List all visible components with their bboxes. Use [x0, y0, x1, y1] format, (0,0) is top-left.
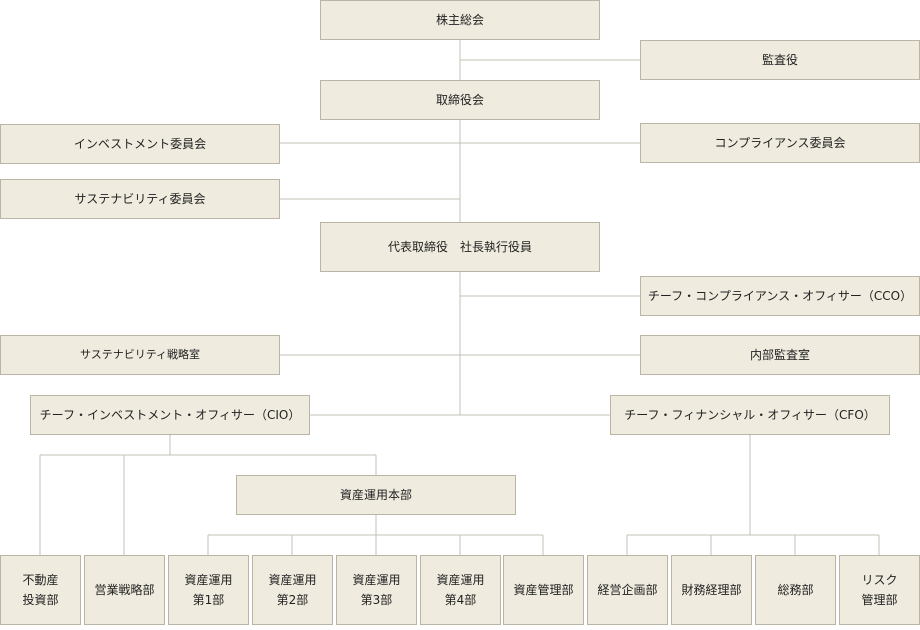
sustainability-committee-box: サステナビリティ委員会: [0, 179, 280, 219]
internal-audit-box: 内部監査室: [640, 335, 920, 375]
am2-dept-box: 資産運用 第2部: [252, 555, 333, 625]
real-estate-dept-box: 不動産 投資部: [0, 555, 81, 625]
president-box: 代表取締役 社長執行役員: [320, 222, 600, 272]
auditor-box: 監査役: [640, 40, 920, 80]
am1-dept-box: 資産運用 第1部: [168, 555, 249, 625]
corp-planning-dept-box: 経営企画部: [587, 555, 668, 625]
investment-committee-box: インベストメント委員会: [0, 124, 280, 164]
sales-strategy-dept-box: 営業戦略部: [84, 555, 165, 625]
finance-dept-box: 財務経理部: [671, 555, 752, 625]
asset-mgmt-dept-box: 資産管理部: [503, 555, 584, 625]
cco-box: チーフ・コンプライアンス・オフィサー（CCO）: [640, 276, 920, 316]
sustainability-office-box: サステナビリティ戦略室: [0, 335, 280, 375]
cio-box: チーフ・インベストメント・オフィサー（CIO）: [30, 395, 310, 435]
cfo-box: チーフ・フィナンシャル・オフィサー（CFO）: [610, 395, 890, 435]
general-affairs-dept-box: 総務部: [755, 555, 836, 625]
board-box: 取締役会: [320, 80, 600, 120]
compliance-committee-box: コンプライアンス委員会: [640, 123, 920, 163]
am4-dept-box: 資産運用 第4部: [420, 555, 501, 625]
am-hq-box: 資産運用本部: [236, 475, 516, 515]
risk-dept-box: リスク 管理部: [839, 555, 920, 625]
am3-dept-box: 資産運用 第3部: [336, 555, 417, 625]
shareholders-box: 株主総会: [320, 0, 600, 40]
